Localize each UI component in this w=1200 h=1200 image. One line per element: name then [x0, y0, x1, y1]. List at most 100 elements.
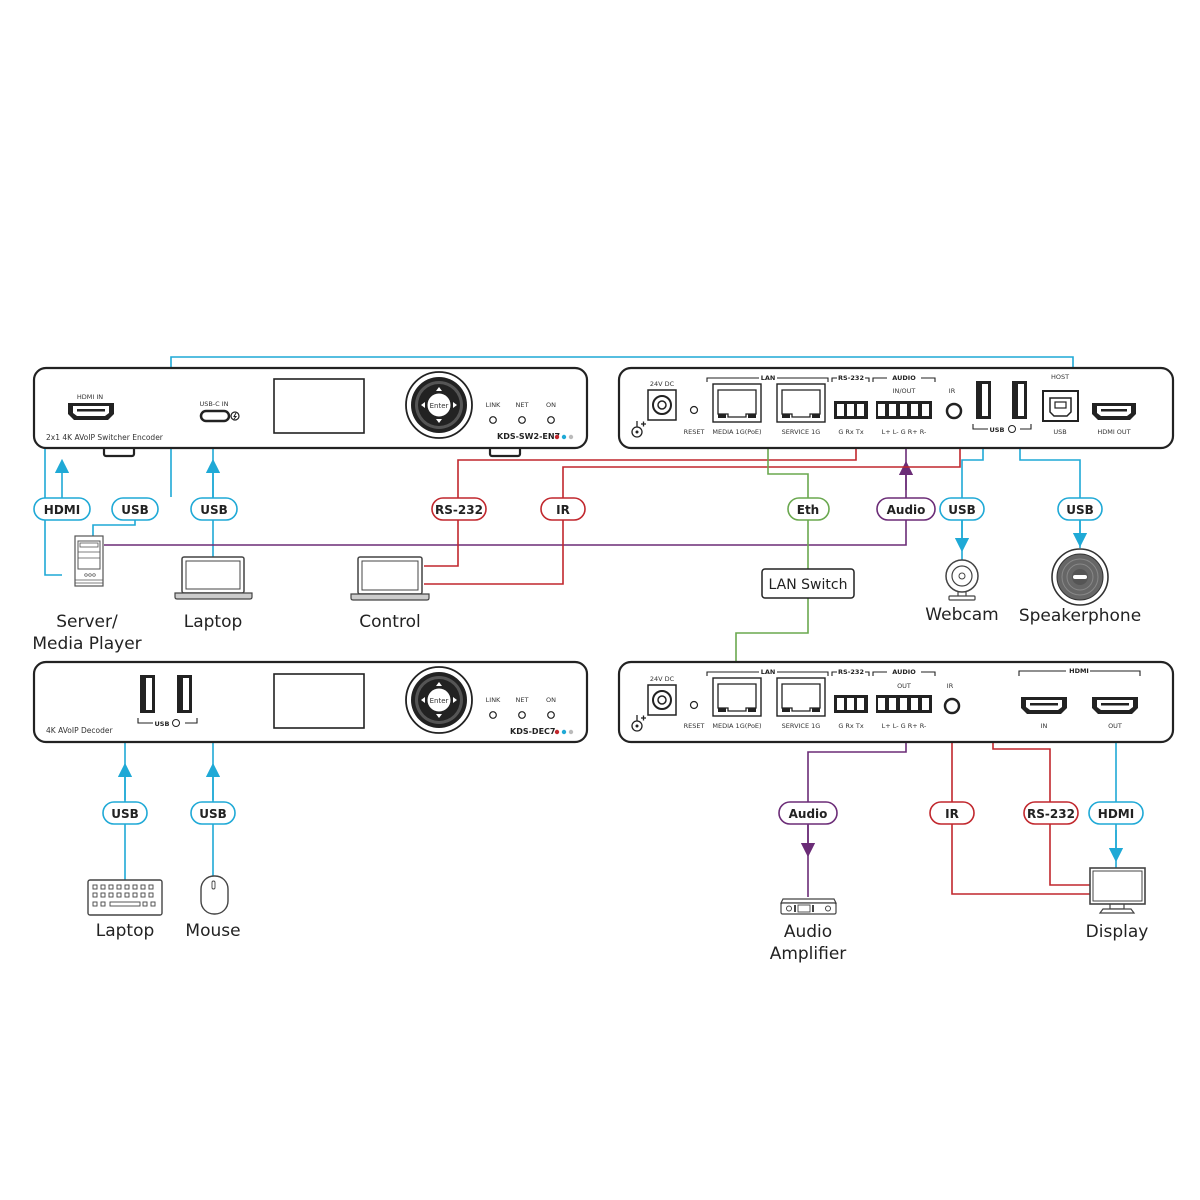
hdmi-in-port[interactable]: [68, 403, 114, 420]
rs232-terminal[interactable]: [834, 695, 868, 713]
pill-dec-audio: Audio: [778, 801, 838, 825]
rs232-terminal[interactable]: [834, 401, 868, 419]
control-laptop-icon: [350, 556, 430, 601]
ground-icon: [631, 421, 646, 438]
rj45-media-port[interactable]: [712, 383, 762, 423]
mouse-icon: [200, 875, 229, 915]
usb-a-port-1[interactable]: [140, 675, 155, 713]
decoder-rear-panel: 24V DC RESET LAN MEDIA 1G(PoE) SERVICE 1…: [617, 660, 1175, 744]
rj45-service-port[interactable]: [776, 383, 826, 423]
power-jack[interactable]: [647, 389, 677, 421]
wire-ir-enc: [424, 420, 961, 585]
usb-a-port-2[interactable]: [1012, 381, 1027, 419]
usb-a-port-1[interactable]: [976, 381, 991, 419]
lan-switch: LAN Switch: [761, 568, 855, 599]
pill-enc-hdmi: HDMI: [33, 497, 91, 521]
usb-a-port-2[interactable]: [177, 675, 192, 713]
power-jack[interactable]: [647, 684, 677, 716]
pill-dec-hdmi: HDMI: [1088, 801, 1144, 825]
pill-enc-usb-laptop: USB: [190, 497, 238, 521]
webcam-icon: [945, 559, 979, 601]
audio-header: AUDIO: [892, 668, 916, 676]
svg-text:Audio: Audio: [789, 807, 828, 821]
pill-dec-usb-keyboard: USB: [102, 801, 148, 825]
pill-dec-rs232: RS-232: [1023, 801, 1079, 825]
display-icon: [1089, 867, 1146, 914]
amplifier-label-line2: Amplifier: [770, 944, 847, 964]
ir-label: IR: [947, 682, 954, 690]
ir-jack[interactable]: [943, 697, 961, 715]
audio-sub-label: OUT: [897, 682, 911, 690]
lan-header: LAN: [761, 668, 776, 676]
hdmi-out-label: HDMI OUT: [1097, 428, 1130, 436]
hdmi-out-port[interactable]: [1092, 697, 1138, 714]
ir-jack[interactable]: [945, 402, 963, 420]
svg-text:USB: USB: [111, 807, 139, 821]
device-name-decoder: 4K AVoIP Decoder: [46, 726, 113, 735]
audio-header: AUDIO: [892, 374, 916, 382]
wire-usb-webcam: [961, 430, 984, 560]
navigation-knob[interactable]: Enter: [405, 666, 473, 734]
svg-text:Eth: Eth: [797, 503, 819, 517]
led-label-link: LINK: [486, 696, 501, 704]
reset-button[interactable]: [689, 405, 699, 415]
usb-b-host-port[interactable]: [1042, 390, 1079, 422]
audio-terminal[interactable]: [876, 401, 932, 419]
hdmi-in-port[interactable]: [1021, 697, 1067, 714]
display-screen: [273, 673, 365, 729]
audio-pins: L+ L- G R+ R-: [882, 428, 927, 436]
rj45-media-port[interactable]: [712, 677, 762, 717]
pill-dec-ir: IR: [929, 801, 975, 825]
rj45-service-port[interactable]: [776, 677, 826, 717]
server-label-line2: Media Player: [32, 634, 141, 654]
brand-dot-red: [554, 729, 560, 735]
enter-button-label: Enter: [430, 402, 449, 410]
power-label: 24V DC: [650, 675, 675, 683]
led-label-on: ON: [546, 696, 556, 704]
power-delivery-icon: [230, 411, 240, 421]
pill-enc-usb-webcam: USB: [939, 497, 985, 521]
led-net: [518, 711, 526, 719]
lan-header: LAN: [761, 374, 776, 382]
svg-text:RS-232: RS-232: [1027, 807, 1075, 821]
server-icon: [74, 535, 104, 587]
rs232-pins: G Rx Tx: [838, 428, 864, 436]
speakerphone-icon: [1051, 548, 1109, 606]
wire-ir-dec: [951, 710, 1090, 895]
enter-button-label: Enter: [430, 697, 449, 705]
pill-enc-usb-server: USB: [111, 497, 159, 521]
svg-text:USB: USB: [1066, 503, 1094, 517]
svg-text:USB: USB: [121, 503, 149, 517]
led-link: [489, 711, 497, 719]
pill-dec-usb-mouse: USB: [190, 801, 236, 825]
signal-labels: HDMI USB USB RS-232 IR Eth Audio USB USB…: [33, 497, 1144, 825]
led-label-on: ON: [546, 401, 556, 409]
audio-terminal[interactable]: [876, 695, 932, 713]
svg-text:USB: USB: [199, 807, 227, 821]
reset-button[interactable]: [689, 700, 699, 710]
pill-enc-rs232: RS-232: [431, 497, 487, 521]
amplifier-label-line1: Audio: [784, 922, 832, 942]
ir-label: IR: [949, 387, 956, 395]
navigation-knob[interactable]: Enter: [405, 371, 473, 439]
usb-group-label: USB: [990, 426, 1005, 434]
svg-text:HDMI: HDMI: [44, 503, 80, 517]
brand-dot-blue: [561, 729, 567, 735]
service-port-label: SERVICE 1G: [782, 722, 821, 730]
rs232-header: RS-232: [838, 374, 864, 382]
led-label-net: NET: [516, 401, 529, 409]
brand-dot-blue: [561, 434, 567, 440]
led-on: [547, 711, 555, 719]
svg-text:USB: USB: [200, 503, 228, 517]
brand-dot-red: [554, 434, 560, 440]
hdmi-out-port[interactable]: [1092, 403, 1136, 420]
power-delivery-icon: [172, 719, 180, 727]
usbc-in-port[interactable]: [199, 409, 231, 423]
led-on: [547, 416, 555, 424]
hdmi-out-label: OUT: [1108, 722, 1122, 730]
led-net: [518, 416, 526, 424]
media-port-label: MEDIA 1G(PoE): [712, 428, 761, 436]
svg-text:RS-232: RS-232: [435, 503, 483, 517]
laptop-icon: [174, 556, 253, 600]
